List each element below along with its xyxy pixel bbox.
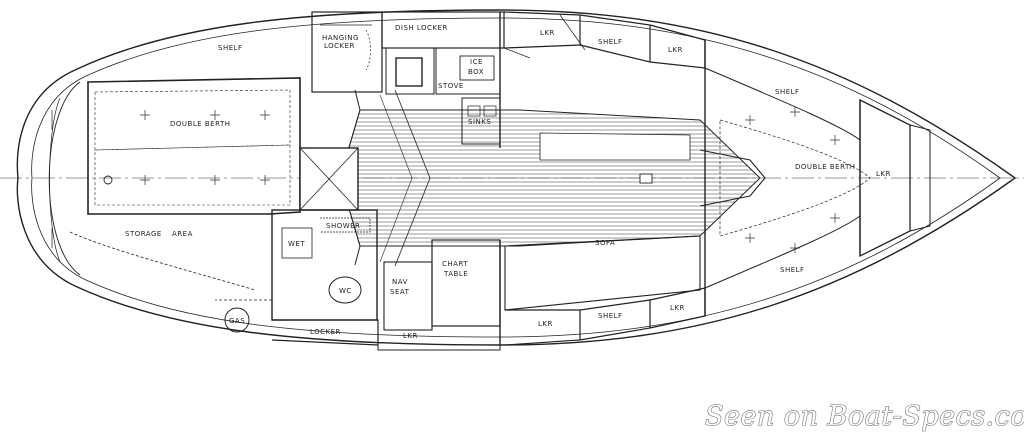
label-sofa: SOFA	[595, 239, 615, 247]
label-chart-table-1: CHART	[442, 260, 468, 268]
forward-double-berth	[699, 40, 871, 316]
label-shower: SHOWER	[326, 222, 360, 230]
aft-double-berth	[87, 77, 301, 215]
label-locker-aft: LOCKER	[310, 328, 341, 336]
label-lkr-bow: LKR	[876, 170, 891, 178]
compartment-labels: SHELF HANGING LOCKER DISH LOCKER LKR SHE…	[125, 24, 891, 340]
label-chart-table-2: TABLE	[443, 270, 468, 278]
lower-lockers	[224, 287, 706, 346]
bow-locker	[859, 98, 931, 258]
label-nav-seat-1: NAV	[392, 278, 408, 286]
reference-crosses	[140, 107, 840, 253]
label-lkr-lower-2: LKR	[538, 320, 553, 328]
label-double-berth-aft: DOUBLE BERTH	[170, 120, 231, 128]
label-ice-box-1: ICE	[470, 58, 483, 66]
label-storage-area-2: AREA	[172, 230, 193, 238]
label-shelf-fwd-lower: SHELF	[780, 266, 805, 274]
label-shelf-upper-aft: SHELF	[218, 44, 243, 52]
label-storage-area-1: STORAGE	[125, 230, 162, 238]
label-lkr-upper-1: LKR	[540, 29, 555, 37]
label-sinks: SINKS	[468, 118, 491, 126]
label-ice-box-2: BOX	[468, 68, 484, 76]
label-lkr-lower-3: LKR	[670, 304, 685, 312]
companionway-step	[299, 147, 359, 211]
label-hanging-locker-1: HANGING	[322, 34, 359, 42]
label-nav-seat-2: SEAT	[390, 288, 410, 296]
sofa	[504, 235, 701, 311]
label-shelf-upper-mid: SHELF	[598, 38, 623, 46]
watermark: Seen on Boat-Specs.com	[705, 401, 1024, 432]
label-double-berth-fwd: DOUBLE BERTH	[795, 163, 856, 171]
label-lkr-lower-1: LKR	[403, 332, 418, 340]
salon-floor	[339, 89, 761, 267]
label-shelf-fwd-upper: SHELF	[775, 88, 800, 96]
label-stove: STOVE	[438, 82, 464, 90]
label-dish-locker: DISH LOCKER	[395, 24, 448, 32]
label-lkr-upper-2: LKR	[668, 46, 683, 54]
label-wet-locker: WET	[288, 240, 305, 248]
label-shelf-lower-mid: SHELF	[598, 312, 623, 320]
galley	[311, 11, 531, 148]
hull-outline	[16, 9, 1017, 346]
hanging-locker	[320, 24, 372, 71]
storage-area	[69, 213, 273, 301]
label-gas: GAS	[229, 317, 245, 325]
label-hanging-locker-2: LOCKER	[324, 42, 355, 50]
label-wc: WC	[339, 287, 352, 295]
